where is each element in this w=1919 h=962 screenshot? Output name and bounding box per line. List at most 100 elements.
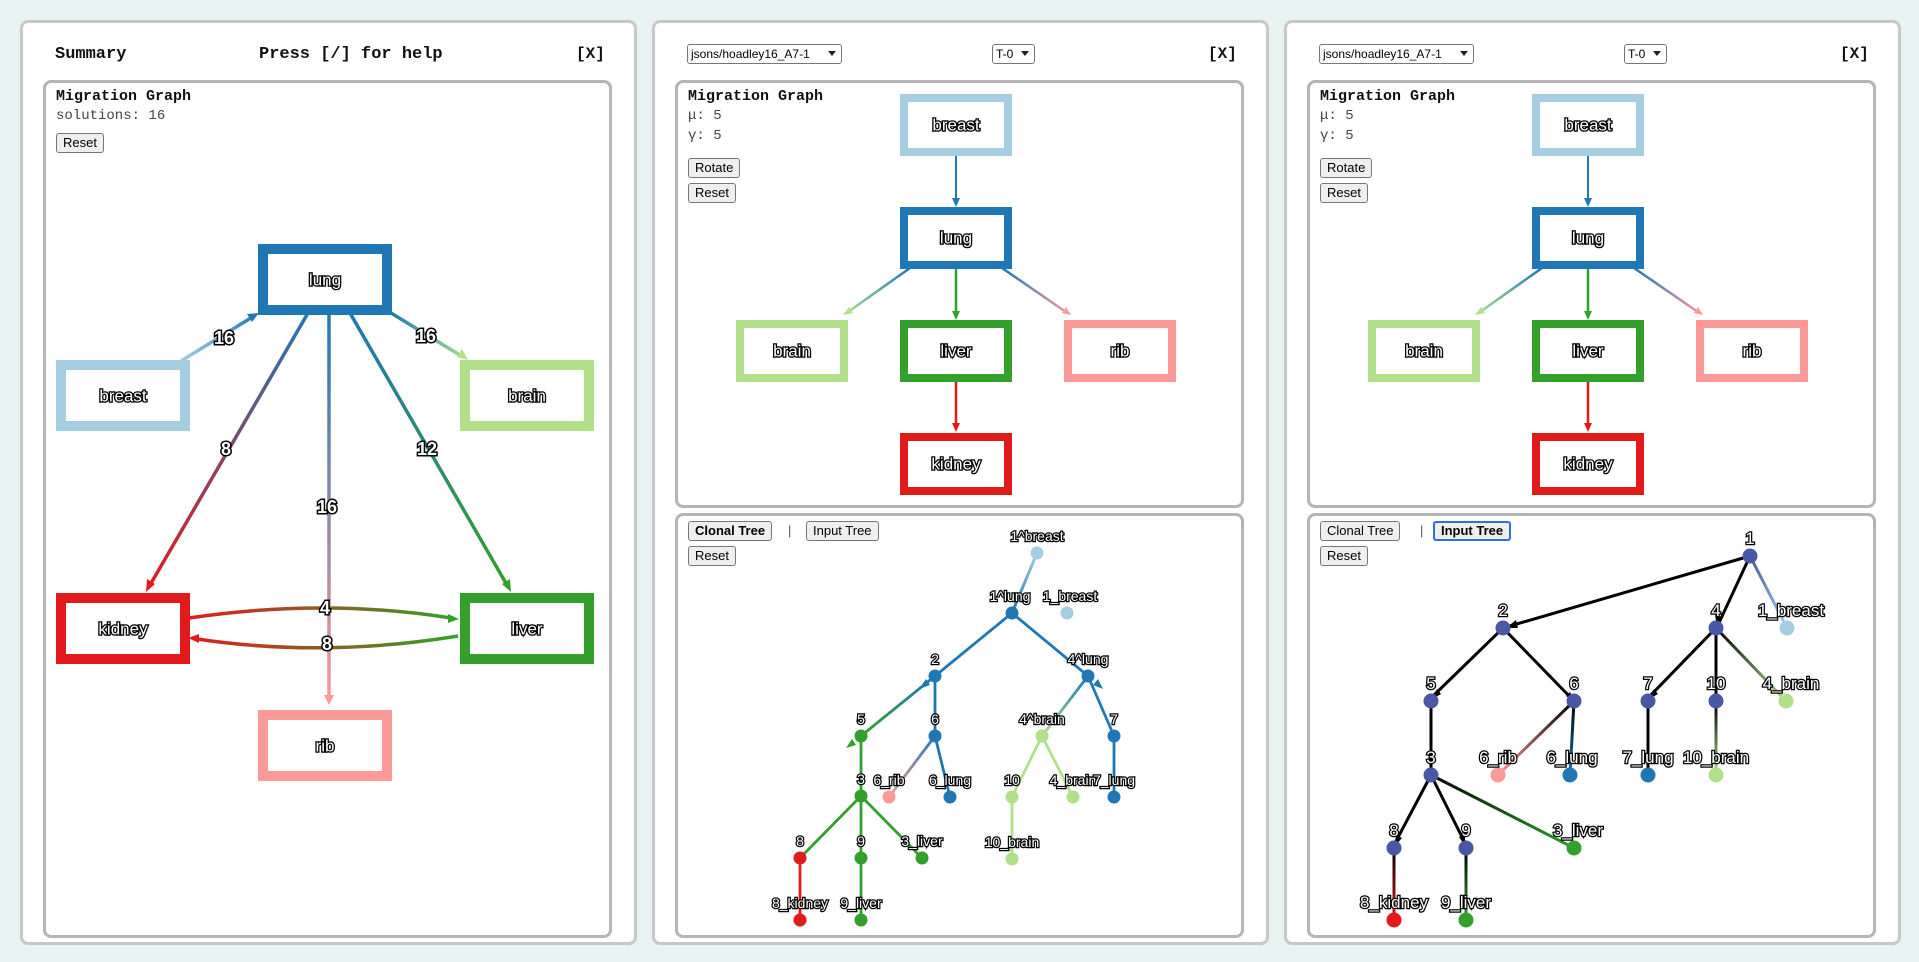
reset-button[interactable]: Reset [688,183,736,203]
tree-node[interactable] [1423,693,1439,709]
tree-node[interactable] [1005,790,1019,804]
node-brain[interactable]: brain [460,360,594,431]
tree-node-label: 6_rib [1479,748,1517,767]
tree-node[interactable] [1566,840,1582,856]
tree-node[interactable] [793,913,807,927]
close-button[interactable]: [X] [1208,45,1237,63]
tree-node[interactable] [1005,606,1019,620]
tree-select[interactable]: T-0 [1624,44,1667,64]
tree-node[interactable] [1005,852,1019,866]
tab-clonal-tree[interactable]: Clonal Tree [688,521,773,541]
tree-node-label: 1^breast [1010,528,1063,544]
tree-node[interactable] [1708,767,1724,783]
tree-node[interactable] [1566,693,1582,709]
tree-node[interactable] [854,789,868,803]
node-liver[interactable]: liver [460,593,594,664]
tree-node[interactable] [1495,620,1511,636]
tree-node[interactable] [1490,767,1506,783]
tree-node[interactable] [928,669,942,683]
summary-migration-graph: Migration Graph solutions: 16 Reset [43,80,612,938]
tab-input-tree[interactable]: Input Tree [806,521,879,541]
tree-node[interactable] [882,790,896,804]
node-rib[interactable]: rib [1064,320,1176,382]
tree-node[interactable] [1386,840,1402,856]
tree-node[interactable] [1779,620,1795,636]
edge-lung-liver [348,312,511,592]
node-lung[interactable]: lung [1532,207,1644,269]
arrow [919,679,930,689]
solution-panel-2: jsons/hoadley16_A7-1 T-0 [X] Migration G… [1284,20,1901,945]
tree-node[interactable] [1640,767,1656,783]
node-liver[interactable]: liver [900,320,1012,382]
tree-node[interactable] [1742,548,1758,564]
tree-node[interactable] [1035,729,1049,743]
reset-button[interactable]: Reset [1320,183,1368,203]
tree-node[interactable] [1066,790,1080,804]
tree-node[interactable] [915,851,929,865]
tab-clonal-tree[interactable]: Clonal Tree [1320,521,1401,541]
node-label: liver [940,342,972,361]
tree-node[interactable] [1060,606,1074,620]
node-brain[interactable]: brain [1368,320,1480,382]
tree-node[interactable] [854,851,868,865]
node-lung[interactable]: lung [258,244,392,315]
tree-node[interactable] [1562,767,1578,783]
tree-node[interactable] [1458,840,1474,856]
tree-node-label: 3_liver [901,833,943,849]
tree-node[interactable] [1708,693,1724,709]
tree-node-label: 3 [857,771,865,787]
edge-label: 4 [320,598,330,618]
tab-input-tree[interactable]: Input Tree [1433,521,1512,541]
node-label: kidney [1563,455,1613,474]
tree-reset-button[interactable]: Reset [1320,546,1368,566]
tree-node[interactable] [1640,693,1656,709]
tree-node[interactable] [1030,546,1044,560]
edge-liver-kidney [188,634,459,650]
node-breast[interactable]: breast [1532,94,1644,156]
node-label: breast [99,387,147,406]
node-label: brain [773,342,811,361]
file-select[interactable]: jsons/hoadley16_A7-1 [687,44,842,64]
node-kidney[interactable]: kidney [56,593,190,664]
node-label: lung [309,271,341,290]
tree-node[interactable] [928,729,942,743]
edge-breast-lung [952,154,960,207]
close-button[interactable]: [X] [576,45,605,63]
tree-node[interactable] [1081,669,1095,683]
tree-node[interactable] [943,790,957,804]
tree-node[interactable] [1107,790,1121,804]
tree-node-label: 1_breast [1043,588,1098,604]
tree-edges [1392,554,1789,920]
reset-button[interactable]: Reset [56,133,104,153]
tree-arrows [1395,615,1721,846]
node-breast[interactable]: breast [900,94,1012,156]
node-liver[interactable]: liver [1532,320,1644,382]
node-breast[interactable]: breast [56,360,190,431]
tree-node[interactable] [1107,729,1121,743]
edge-lung-brain [390,311,468,360]
tree-node[interactable] [1458,912,1474,928]
tree-node[interactable] [1423,767,1439,783]
tree-node[interactable] [793,851,807,865]
rotate-button[interactable]: Rotate [688,158,741,178]
node-brain[interactable]: brain [736,320,848,382]
rotate-button[interactable]: Rotate [1320,158,1373,178]
tree-node-label: 6 [931,711,939,727]
tree-node[interactable] [854,729,868,743]
tree-node[interactable] [1386,912,1402,928]
node-rib[interactable]: rib [1696,320,1808,382]
tree-node-label: 4^lung [1068,651,1109,667]
node-kidney[interactable]: kidney [900,433,1012,495]
tree-node[interactable] [854,913,868,927]
edge-kidney-liver [188,606,459,623]
node-kidney[interactable]: kidney [1532,433,1644,495]
edge-label: 12 [417,439,437,459]
close-button[interactable]: [X] [1840,45,1869,63]
node-rib[interactable]: rib [258,710,392,781]
node-lung[interactable]: lung [900,207,1012,269]
tree-reset-button[interactable]: Reset [688,546,736,566]
tree-node[interactable] [1778,693,1794,709]
file-select[interactable]: jsons/hoadley16_A7-1 [1319,44,1474,64]
tree-select[interactable]: T-0 [992,44,1035,64]
tree-node[interactable] [1708,620,1724,636]
